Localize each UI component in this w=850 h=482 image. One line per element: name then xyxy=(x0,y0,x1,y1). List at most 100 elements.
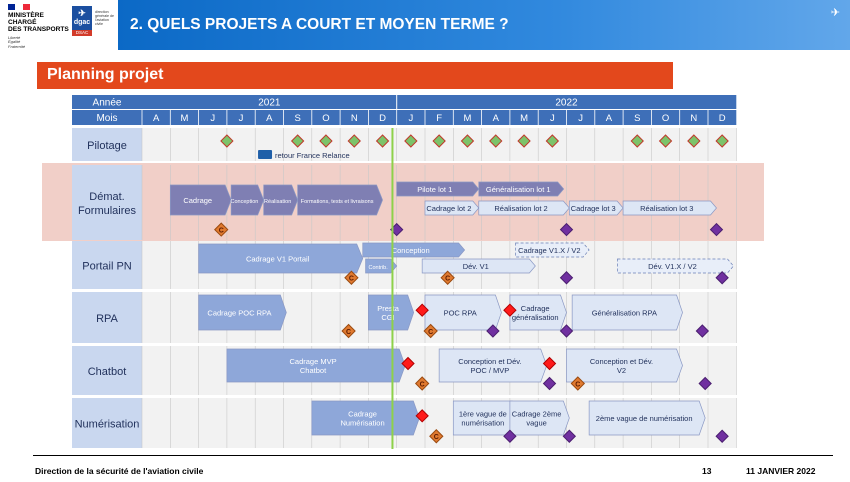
milestone-purple xyxy=(709,222,724,237)
task-bar xyxy=(566,348,683,383)
milestone-purple xyxy=(559,271,574,285)
milestone-purple xyxy=(559,222,574,237)
milestone-green xyxy=(630,134,644,148)
task-label: V2 xyxy=(617,366,626,375)
task-label: Réalisation xyxy=(264,199,291,205)
milestone-purple xyxy=(695,324,710,338)
milestone-green xyxy=(375,134,390,148)
task-bar xyxy=(198,243,364,274)
plane-icon: ✈ xyxy=(78,8,86,18)
task-label: Presta xyxy=(377,304,400,313)
month-label: F xyxy=(436,113,442,124)
task-bar xyxy=(396,181,480,197)
task-label: Pilote lot 1 xyxy=(417,185,452,194)
milestone-red xyxy=(542,356,557,371)
task-label: Cadrage V1 Portail xyxy=(246,255,310,264)
month-label: J xyxy=(210,113,215,124)
task-bar xyxy=(622,200,717,216)
task-bar xyxy=(571,294,683,331)
milestone-green xyxy=(404,134,418,148)
task-bar xyxy=(362,242,466,258)
month-label: O xyxy=(662,113,669,124)
task-bar xyxy=(478,200,570,216)
milestone-c-label: C xyxy=(349,276,354,283)
french-flag-icon xyxy=(8,4,30,10)
row-label-bg xyxy=(72,398,142,448)
milestone-c-label: C xyxy=(219,227,224,234)
milestone-c xyxy=(341,323,356,339)
milestone-purple xyxy=(542,376,557,391)
pilotage-note: retour France Relance xyxy=(275,151,350,160)
milestone-c-label: C xyxy=(346,329,351,336)
task-bar xyxy=(588,400,706,436)
task-label: numérisation xyxy=(461,419,504,428)
milestone-green xyxy=(319,134,333,148)
month-label: D xyxy=(719,113,726,124)
milestone-green xyxy=(432,134,446,148)
task-label: POC / MVP xyxy=(471,366,510,375)
month-label: M xyxy=(520,113,528,124)
task-bar xyxy=(230,184,265,216)
task-bar xyxy=(263,184,299,216)
row-label-bg xyxy=(72,241,142,289)
milestone-purple xyxy=(715,429,729,443)
task-label: 2ème vague de numérisation xyxy=(596,414,693,423)
milestone-c xyxy=(344,270,359,285)
footer-divider xyxy=(33,455,833,456)
task-label: Réalisation lot 2 xyxy=(494,204,547,213)
task-label: Dév. V1.X / V2 xyxy=(648,262,697,271)
month-label: N xyxy=(690,113,697,124)
task-label: Cadrage lot 2 xyxy=(426,204,471,213)
task-label: Cadrage lot 3 xyxy=(571,204,616,213)
month-label: S xyxy=(294,113,300,124)
task-label: Conception xyxy=(392,246,430,255)
page-number: 13 xyxy=(702,466,712,476)
task-bar xyxy=(509,400,570,436)
month-label: J xyxy=(239,113,244,124)
task-bar xyxy=(424,294,502,331)
milestone-c xyxy=(414,376,430,391)
footer-date: 11 JANVIER 2022 xyxy=(746,466,816,476)
milestone-purple xyxy=(486,324,500,338)
task-label: Généralisation lot 1 xyxy=(486,185,551,194)
slide-title: 2. QUELS PROJETS A COURT ET MOYEN TERME … xyxy=(130,16,509,33)
milestone-c xyxy=(214,222,229,237)
task-bar xyxy=(198,294,287,331)
task-bar xyxy=(568,200,624,216)
month-label: J xyxy=(408,113,413,124)
year-header-bg xyxy=(72,95,737,109)
task-label: Conception xyxy=(231,199,259,205)
task-bar xyxy=(226,348,406,383)
section-title: Planning projet xyxy=(47,66,164,83)
task-label: CGI xyxy=(381,313,394,322)
task-bar xyxy=(617,258,734,274)
task-label: Dév. V1 xyxy=(463,262,489,271)
month-label: J xyxy=(578,113,583,124)
task-label: Cadrage xyxy=(183,196,212,205)
milestone-purple xyxy=(562,429,577,443)
task-label: Cadrage POC RPA xyxy=(207,309,271,318)
task-bar xyxy=(515,242,590,258)
task-label: POC RPA xyxy=(444,309,477,318)
milestone-purple xyxy=(503,429,517,443)
task-label: Conception et Dév. xyxy=(458,357,521,366)
row-label-bg xyxy=(72,346,142,395)
task-bar xyxy=(438,348,548,383)
plane-icon: ✈ xyxy=(830,7,840,19)
task-label: Réalisation lot 3 xyxy=(640,204,693,213)
task-label: Cadrage 2ème xyxy=(512,410,562,419)
task-label: Numérisation xyxy=(340,419,384,428)
milestone-green xyxy=(658,134,673,148)
row-label: Démat. xyxy=(89,191,124,203)
task-bar xyxy=(297,184,383,216)
row-label: Numérisation xyxy=(75,419,140,431)
task-label: vague xyxy=(526,419,546,428)
milestone-red xyxy=(415,409,429,423)
month-header-label: Mois xyxy=(96,113,117,124)
milestone-c xyxy=(570,376,586,391)
milestone-green xyxy=(545,134,560,148)
task-bar xyxy=(509,294,567,331)
milestone-c xyxy=(423,323,438,339)
row-label-bg xyxy=(72,165,142,240)
